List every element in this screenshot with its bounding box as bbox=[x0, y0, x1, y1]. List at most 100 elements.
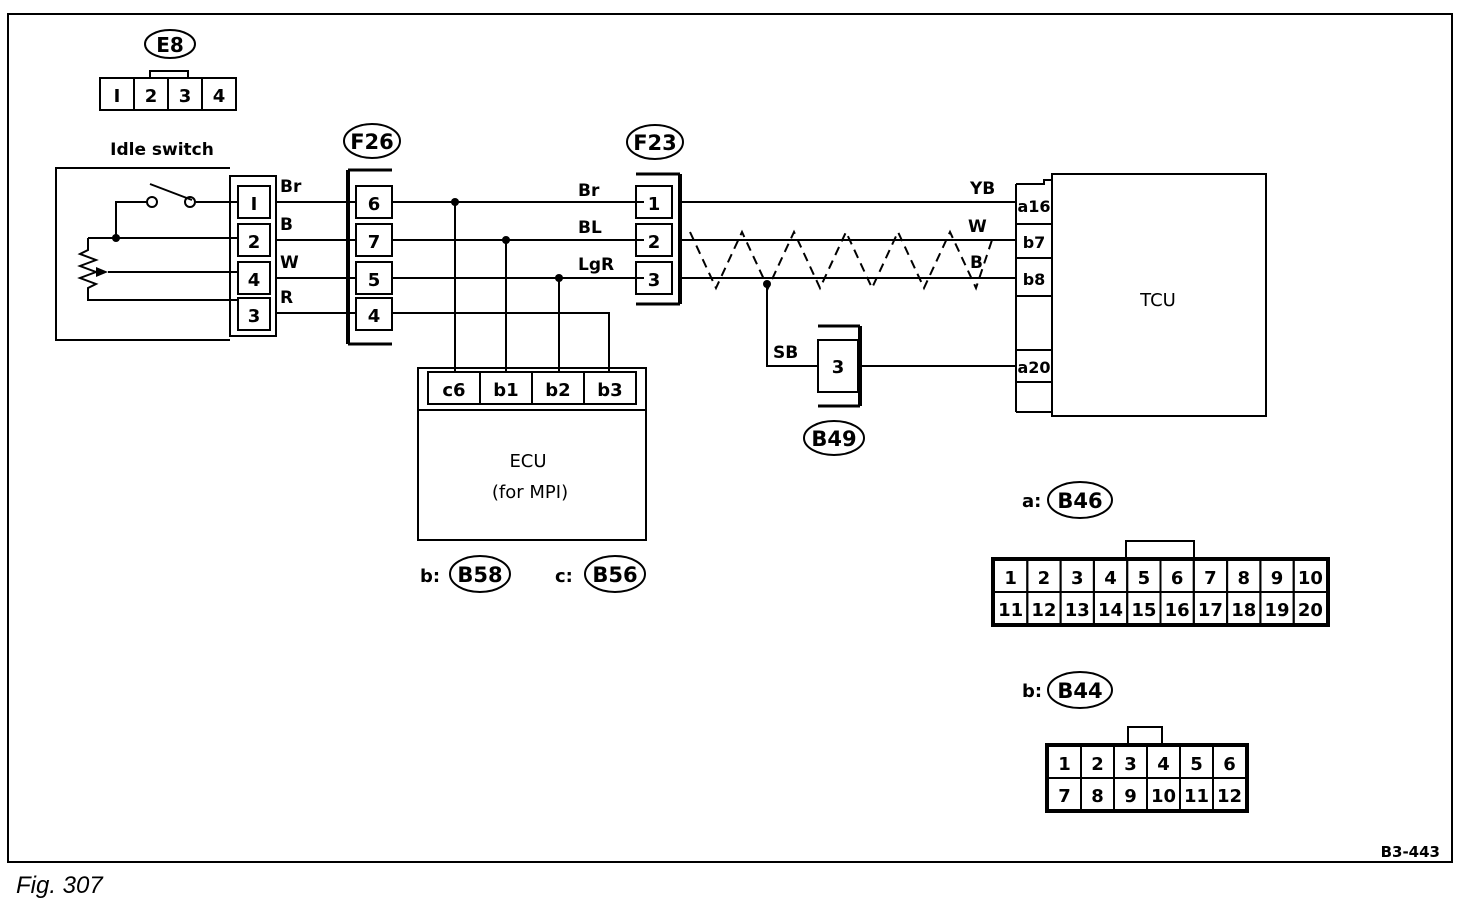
tcu-pin-b7: b7 bbox=[1023, 233, 1046, 252]
ecu-pin-b2: b2 bbox=[545, 380, 570, 401]
connector-b44-pin: 6 bbox=[1223, 754, 1236, 775]
wire-color-b-left: B bbox=[280, 215, 293, 235]
wire-color-r-left: R bbox=[280, 288, 293, 308]
wire-color-br-left: Br bbox=[280, 177, 302, 197]
connector-b44-pin: 11 bbox=[1184, 786, 1209, 807]
connector-f26-id: F26 bbox=[350, 130, 394, 154]
connector-b44-pin: 3 bbox=[1124, 754, 1137, 775]
connector-b46-pin: 6 bbox=[1171, 568, 1184, 589]
connector-b46-pin: 1 bbox=[1004, 568, 1017, 589]
connector-b46-id: B46 bbox=[1057, 489, 1102, 513]
connector-f23-id-oval bbox=[626, 124, 684, 160]
connector-b46-pin: 3 bbox=[1071, 568, 1084, 589]
connector-b46-pin: 10 bbox=[1298, 568, 1323, 589]
diagram-frame bbox=[7, 13, 1453, 863]
connector-b44-pin: 4 bbox=[1157, 754, 1170, 775]
connector-b46-cell bbox=[1292, 591, 1328, 625]
wires-f26-to-f23 bbox=[392, 201, 644, 372]
idle-switch-pin-2: 2 bbox=[248, 232, 261, 253]
connector-b46-pin: 9 bbox=[1271, 568, 1284, 589]
connector-b49-pin-3: 3 bbox=[832, 357, 845, 378]
figure-code: B3-443 bbox=[1381, 843, 1440, 861]
connector-b56-prefix: c: bbox=[555, 566, 573, 587]
switch-contact-symbol bbox=[115, 183, 238, 238]
connector-e8-id: E8 bbox=[156, 33, 184, 57]
splice-dot-b2 bbox=[555, 274, 563, 282]
ecu-subtitle: (for MPI) bbox=[492, 482, 568, 503]
connector-b46-pin: 12 bbox=[1031, 600, 1056, 621]
ecu-pin-c6: c6 bbox=[442, 380, 465, 401]
wire-color-lgr-middle: LgR bbox=[578, 255, 614, 275]
connector-b58-id: B58 bbox=[457, 563, 502, 587]
connector-f23-pin-3: 3 bbox=[648, 270, 661, 291]
connector-b46-prefix: a: bbox=[1022, 491, 1041, 512]
connector-b46-pin: 18 bbox=[1231, 600, 1256, 621]
connector-b46-pin: 20 bbox=[1298, 600, 1323, 621]
wire-color-bl-middle: BL bbox=[578, 218, 602, 238]
connector-b46-pin: 15 bbox=[1131, 600, 1156, 621]
wire-color-br-middle: Br bbox=[578, 181, 600, 201]
wires-f23-to-tcu bbox=[680, 201, 1016, 279]
connector-b46-pin: 2 bbox=[1038, 568, 1051, 589]
connector-b46-id-oval bbox=[1047, 481, 1113, 519]
connector-e8-pin-2: 2 bbox=[145, 86, 158, 107]
connector-b44-outline bbox=[1045, 743, 1249, 813]
tcu-pin-a16: a16 bbox=[1017, 197, 1050, 216]
connector-b44-id: B44 bbox=[1057, 679, 1102, 703]
connector-b44-id-oval bbox=[1047, 671, 1113, 709]
connector-b44-pin: 1 bbox=[1058, 754, 1071, 775]
shield-splice-dot bbox=[763, 280, 771, 288]
ecu-body bbox=[417, 409, 647, 541]
idle-switch-pin-1: I bbox=[251, 194, 258, 215]
ecu-pin-b3: b3 bbox=[597, 380, 622, 401]
connector-b44-prefix: b: bbox=[1022, 681, 1042, 702]
tcu-pin-a20: a20 bbox=[1017, 358, 1050, 377]
connector-b49: 3 B49 bbox=[803, 324, 865, 456]
connector-b49-id: B49 bbox=[811, 427, 856, 451]
connector-b46-pin: 4 bbox=[1104, 568, 1117, 589]
connector-b44-pin: 10 bbox=[1151, 786, 1176, 807]
wire-color-yb-right: YB bbox=[969, 179, 995, 199]
splice-dot-c6 bbox=[451, 198, 459, 206]
connector-f26-pin-6: 6 bbox=[368, 194, 381, 215]
connector-b44-pin: 2 bbox=[1091, 754, 1104, 775]
connector-f26: F26 6 7 5 4 bbox=[343, 123, 401, 346]
wires-switch-to-f26 bbox=[276, 201, 356, 314]
connector-b44-pin: 12 bbox=[1217, 786, 1242, 807]
connector-b56-id: B56 bbox=[592, 563, 637, 587]
connector-f23: F23 1 2 3 bbox=[626, 124, 684, 306]
idle-switch-pin-block bbox=[229, 175, 277, 337]
wire-color-w-left: W bbox=[280, 253, 299, 273]
connector-e8-pin-1: I bbox=[114, 86, 121, 107]
connector-f23-id: F23 bbox=[633, 131, 677, 155]
connector-b44-pin: 5 bbox=[1190, 754, 1203, 775]
splice-dot-b1 bbox=[502, 236, 510, 244]
idle-switch-pin-3: 3 bbox=[248, 306, 261, 327]
connector-b44-pin: 9 bbox=[1124, 786, 1137, 807]
connector-f23-pin-2: 2 bbox=[648, 232, 661, 253]
figure-caption: Fig. 307 bbox=[16, 872, 103, 899]
connector-e8-pin-3: 3 bbox=[179, 86, 192, 107]
ecu-name: ECU bbox=[509, 451, 546, 472]
connector-b46-pin: 7 bbox=[1204, 568, 1217, 589]
connector-b46-outline bbox=[991, 557, 1330, 627]
connector-f26-pin-5: 5 bbox=[368, 270, 381, 291]
idle-switch: Idle switch I 2 4 3 bbox=[55, 140, 277, 341]
ecu-unit: c6 b1 b2 b3 ECU (for MPI) bbox=[417, 367, 647, 541]
idle-switch-pin-4: 4 bbox=[248, 270, 261, 291]
wire-color-sb: SB bbox=[773, 343, 798, 363]
connector-b46-pin: 11 bbox=[998, 600, 1023, 621]
wire-color-w-right: W bbox=[968, 217, 987, 237]
connector-f26-id-oval bbox=[343, 123, 401, 159]
connector-b44-cell bbox=[1212, 777, 1247, 811]
connector-f23-pin-1: 1 bbox=[648, 194, 661, 215]
connector-e8-pin-4: 4 bbox=[213, 86, 226, 107]
ecu-pin-b1: b1 bbox=[493, 380, 518, 401]
connector-b58-prefix: b: bbox=[420, 566, 440, 587]
connector-b46-pin: 8 bbox=[1237, 568, 1250, 589]
connector-b46-pin: 5 bbox=[1138, 568, 1151, 589]
idle-switch-housing bbox=[55, 167, 230, 341]
idle-switch-label: Idle switch bbox=[110, 140, 214, 160]
